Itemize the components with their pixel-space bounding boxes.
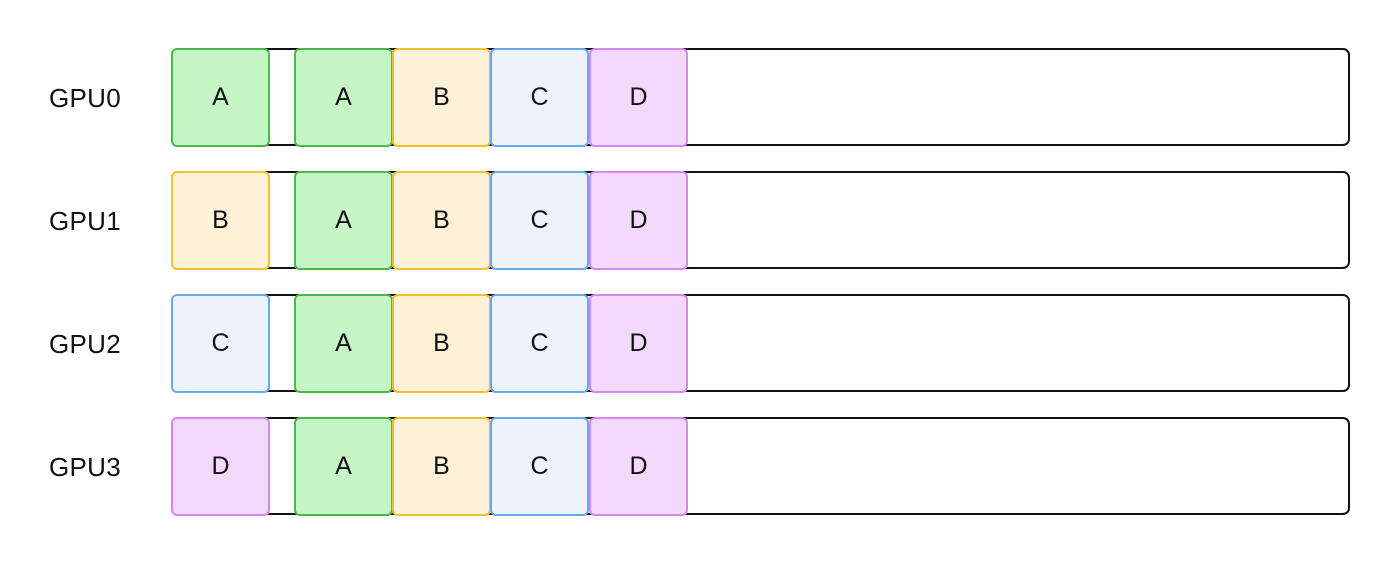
gathered-block-b: B [392, 294, 491, 393]
shard-block-b: B [171, 171, 270, 270]
gpu-label: GPU1 [49, 206, 122, 236]
gpu-row-2: GPU2 C A B C D [0, 294, 1400, 394]
gpu-label: GPU3 [49, 452, 122, 482]
gathered-block-c: C [490, 171, 589, 270]
gathered-block-c: C [490, 48, 589, 147]
gathered-block-d: D [589, 417, 688, 516]
gpu-row-0: GPU0 A A B C D [0, 48, 1400, 148]
gathered-block-a: A [294, 417, 393, 516]
gathered-block-c: C [490, 294, 589, 393]
gpu-row-1: GPU1 B A B C D [0, 171, 1400, 271]
gathered-block-b: B [392, 417, 491, 516]
shard-block-c: C [171, 294, 270, 393]
gpu-label: GPU0 [49, 83, 122, 113]
shard-block-d: D [171, 417, 270, 516]
gpu-label: GPU2 [49, 329, 122, 359]
gathered-block-b: B [392, 48, 491, 147]
gathered-block-b: B [392, 171, 491, 270]
gathered-block-d: D [589, 171, 688, 270]
gpu-row-3: GPU3 D A B C D [0, 417, 1400, 517]
gathered-block-d: D [589, 294, 688, 393]
gathered-block-a: A [294, 48, 393, 147]
gathered-block-d: D [589, 48, 688, 147]
gathered-block-c: C [490, 417, 589, 516]
shard-block-a: A [171, 48, 270, 147]
gathered-block-a: A [294, 294, 393, 393]
gathered-block-a: A [294, 171, 393, 270]
